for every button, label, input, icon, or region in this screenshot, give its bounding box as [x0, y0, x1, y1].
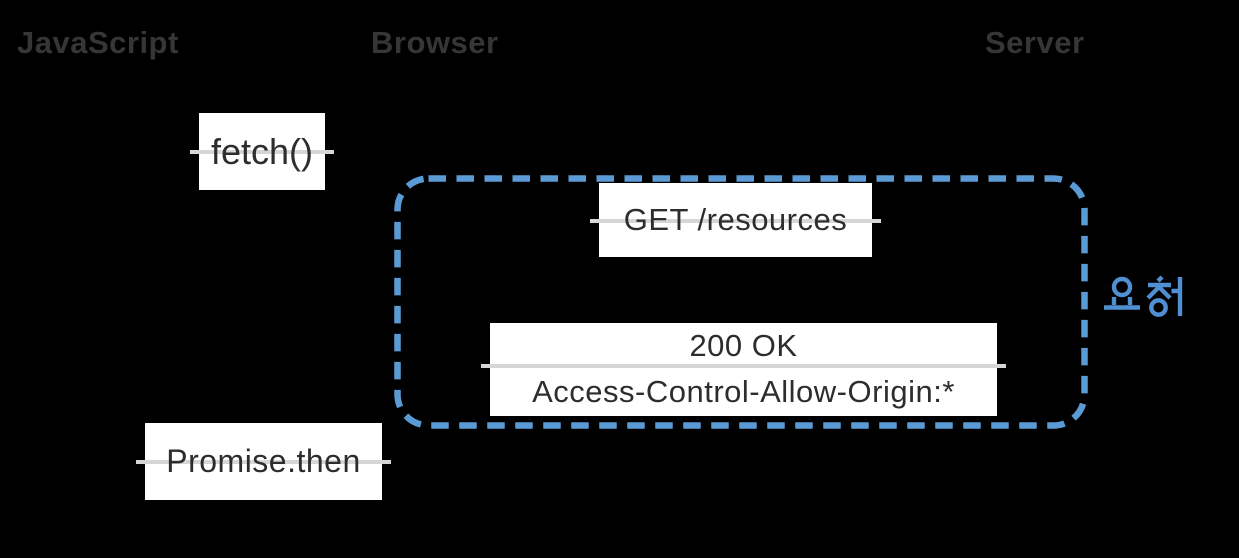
connector-line	[136, 460, 391, 464]
request-annotation-label	[1101, 275, 1185, 317]
lane-label-javascript: JavaScript	[17, 25, 179, 60]
get-request-label: GET /resources	[623, 202, 848, 237]
lane-label-browser: Browser	[371, 25, 499, 60]
fetch-label: fetch()	[210, 130, 314, 172]
response-status-label: 200 OK	[689, 328, 798, 363]
hangul-request-glyph	[1104, 275, 1183, 317]
lane-label-server: Server	[985, 25, 1085, 60]
get-request-message-box: GET /resources	[590, 183, 881, 257]
promise-then-message-box: Promise.then	[136, 423, 391, 500]
connector-line	[190, 150, 334, 154]
response-message-box: 200 OK Access-Control-Allow-Origin:*	[481, 323, 1006, 416]
fetch-message-box: fetch()	[190, 113, 334, 190]
response-header-label: Access-Control-Allow-Origin:*	[532, 374, 955, 409]
promise-then-label: Promise.then	[166, 443, 361, 479]
